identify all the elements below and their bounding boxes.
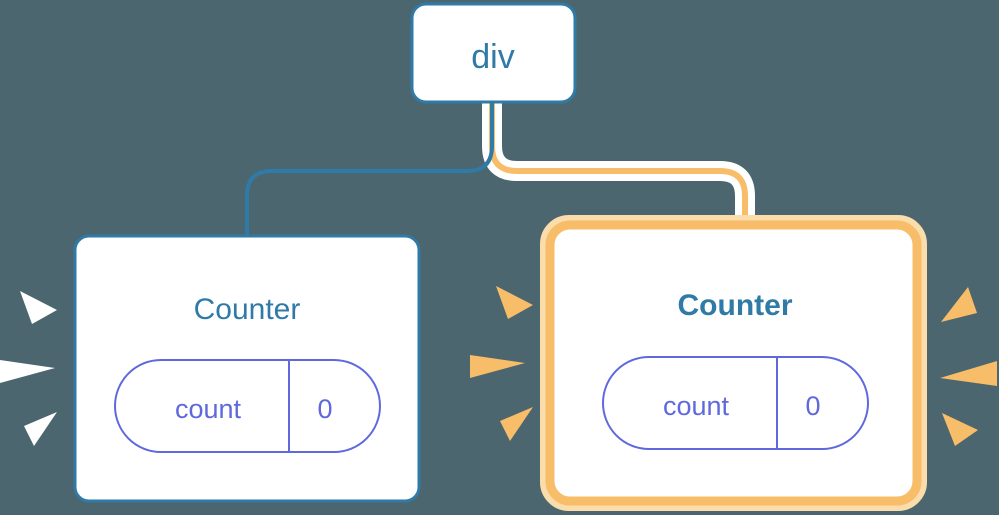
node-counter-right-label: Counter: [678, 289, 793, 322]
prop-name-left: count: [175, 394, 242, 424]
node-div-box: [410, 2, 577, 104]
node-counter-right-props: count 0: [602, 356, 869, 450]
node-counter-left[interactable]: Counter count 0: [73, 234, 421, 503]
prop-value-right: 0: [805, 391, 820, 421]
node-div[interactable]: div: [410, 2, 577, 104]
node-counter-left-label: Counter: [194, 293, 301, 326]
node-div-label: div: [471, 38, 514, 76]
node-counter-left-props: count 0: [114, 359, 381, 453]
edge-div-to-counter-left: [245, 98, 494, 247]
edge-div-to-counter-right: [482, 90, 755, 255]
orange-burst-middle: [470, 286, 533, 441]
edge-right-line: [489, 97, 748, 248]
prop-pill-left: [114, 359, 381, 453]
prop-pill-right: [602, 356, 869, 450]
white-burst-left: [0, 291, 57, 446]
prop-name-right: count: [663, 391, 730, 421]
prop-value-left: 0: [317, 394, 332, 424]
orange-burst-right: [940, 287, 997, 446]
node-counter-right[interactable]: Counter count 0: [540, 215, 927, 511]
node-counter-right-halo: [540, 215, 927, 511]
edge-left-line: [245, 98, 494, 247]
